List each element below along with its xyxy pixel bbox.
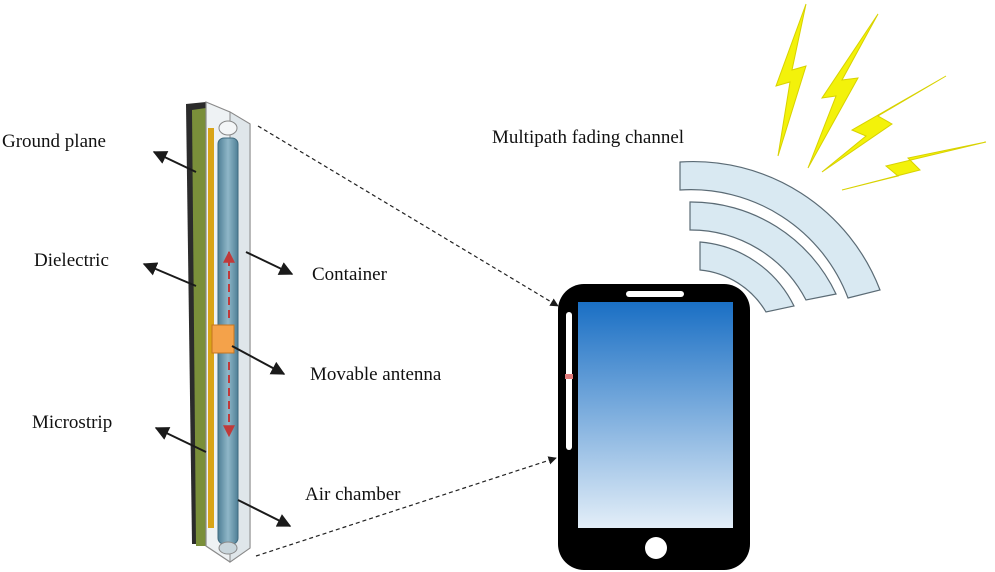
phone-screen <box>578 302 733 528</box>
label-container: Container <box>312 264 388 285</box>
phone-side-antenna-slot <box>566 312 572 450</box>
projection-line-top <box>257 125 559 307</box>
label-air-chamber: Air chamber <box>305 484 401 505</box>
wave-arc-middle <box>689 201 837 301</box>
wave-arc-outer <box>679 160 881 299</box>
movable-antenna-assembly <box>186 101 251 563</box>
lightning-bolt-icon <box>775 3 987 191</box>
arrow-container <box>245 251 294 275</box>
pointer-arrows <box>142 151 294 527</box>
dielectric-layer <box>192 108 208 546</box>
label-multipath-fading-channel: Multipath fading channel <box>492 127 684 148</box>
projection-line-bottom <box>255 456 557 557</box>
arrow-ground-plane <box>152 151 197 173</box>
wave-arc-inner <box>699 241 795 313</box>
movable-antenna-cube <box>211 324 235 354</box>
microstrip-strip <box>208 128 214 528</box>
phone-home-button <box>645 537 667 559</box>
arrow-dielectric <box>142 262 197 287</box>
label-movable-antenna: Movable antenna <box>310 364 442 385</box>
label-microstrip: Microstrip <box>32 412 112 433</box>
arrow-air-chamber <box>237 499 292 527</box>
label-ground-plane: Ground plane <box>2 131 106 152</box>
lightning-bolt-2 <box>807 13 879 169</box>
air-chamber-bottom-cap <box>218 541 238 555</box>
lightning-bolt-4 <box>841 141 987 191</box>
arrow-microstrip <box>154 427 207 453</box>
text-labels: Ground plane Dielectric Microstrip Conta… <box>2 127 684 505</box>
phone-antenna-marker <box>565 374 573 379</box>
phone-speaker <box>626 291 684 297</box>
label-dielectric: Dielectric <box>34 250 109 271</box>
arrow-movable-antenna <box>231 345 286 375</box>
lightning-bolt-3 <box>821 75 947 173</box>
smartphone-icon <box>558 284 750 570</box>
signal-waves-icon <box>679 160 881 313</box>
lightning-bolt-1 <box>775 3 807 157</box>
projection-lines <box>255 125 559 557</box>
air-chamber-top-cap <box>218 120 238 136</box>
